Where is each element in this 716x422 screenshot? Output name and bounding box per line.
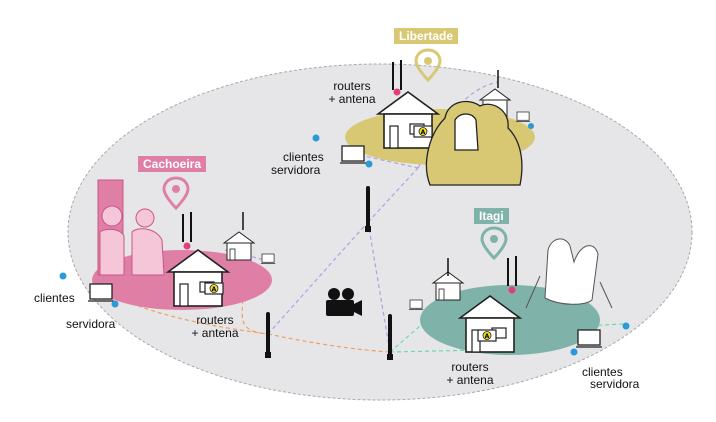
client-badge — [111, 300, 119, 308]
router-badge — [393, 88, 401, 96]
community-tag-itagi: Itagi — [474, 208, 509, 224]
camera-icon — [326, 288, 362, 316]
pin-icon — [414, 48, 442, 83]
antenna-icon — [392, 60, 402, 90]
community-tag-cachoeira: Cachoeira — [138, 156, 207, 172]
client-badge — [570, 348, 578, 356]
servidora-label: servidora — [590, 377, 640, 391]
servidora-label: servidora — [66, 317, 116, 331]
antena-text: + antena — [446, 373, 494, 387]
routers-antena-label: routers + antena — [185, 314, 245, 340]
routers-text: routers — [196, 313, 234, 327]
pin-icon — [480, 226, 508, 261]
routers-antena-label: routers + antena — [440, 361, 500, 387]
client-badge — [59, 272, 67, 280]
clientes-label: clientes — [582, 365, 623, 379]
router-icon — [413, 125, 433, 138]
person-figure — [425, 100, 523, 186]
servidora-label: servidora — [271, 163, 321, 177]
laptop-icon — [515, 111, 531, 122]
hands-icon — [525, 238, 613, 309]
laptop-icon — [87, 283, 115, 302]
router-badge — [183, 242, 191, 250]
client-badge — [312, 134, 320, 142]
router-badge — [508, 286, 516, 294]
clientes-label: clientes — [34, 291, 75, 305]
antena-text: + antena — [328, 92, 376, 106]
client-badge — [365, 160, 373, 168]
router-icon — [204, 282, 224, 295]
router-icon — [477, 329, 497, 342]
laptop-icon — [339, 145, 367, 164]
clientes-label: clientes — [283, 150, 324, 164]
person-figure — [97, 179, 165, 276]
client-badge — [622, 322, 630, 330]
community-tag-libertade: Libertade — [394, 28, 459, 44]
routers-text: routers — [451, 360, 489, 374]
antenna-icon — [182, 212, 192, 242]
laptop-icon — [575, 329, 603, 348]
laptop-icon — [408, 299, 424, 310]
routers-text: routers — [333, 79, 371, 93]
routers-antena-label: routers + antena — [322, 80, 382, 106]
antenna-icon — [507, 256, 517, 286]
antena-text: + antena — [191, 326, 239, 340]
pin-icon — [162, 176, 190, 211]
laptop-icon — [260, 253, 276, 264]
